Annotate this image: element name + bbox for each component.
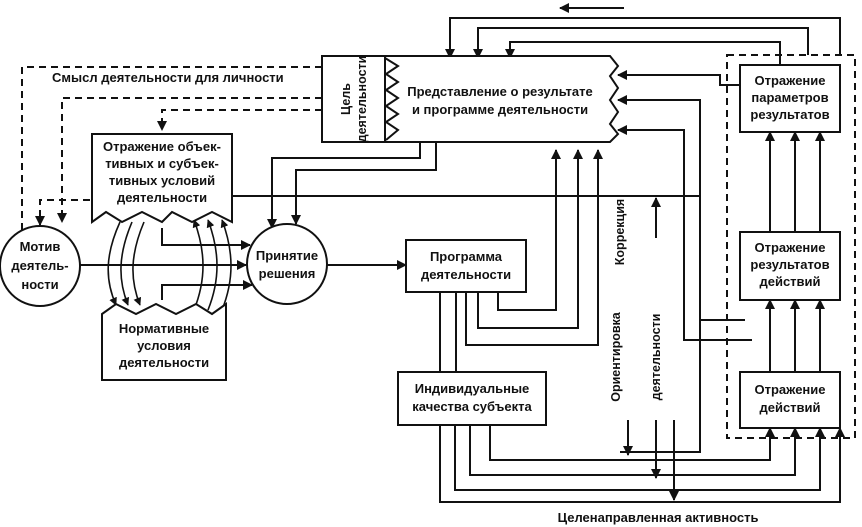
results-label-1: Отражение bbox=[755, 240, 826, 255]
meaning-label: Смысл деятельности для личности bbox=[52, 70, 284, 85]
conditions-label-4: деятельности bbox=[117, 190, 207, 205]
params-label-2: параметров bbox=[751, 90, 828, 105]
motive-label-2: деятель- bbox=[11, 258, 68, 273]
normative-label-3: деятельности bbox=[119, 355, 209, 370]
program-label-1: Программа bbox=[430, 249, 503, 264]
params-label-3: результатов bbox=[750, 107, 829, 122]
representation-label-2: и программе деятельности bbox=[412, 102, 588, 117]
actions-reflection-node: Отражение действий bbox=[739, 371, 841, 429]
normative-label-1: Нормативные bbox=[119, 321, 209, 336]
goal-label-1: Цель bbox=[339, 83, 353, 115]
results-reflection-node: Отражение результатов действий bbox=[739, 231, 841, 301]
orientation-label-1: Ориентировка bbox=[609, 311, 623, 402]
conditions-label-1: Отражение объек- bbox=[103, 139, 221, 154]
actions-label-2: действий bbox=[759, 400, 820, 415]
conditions-label-2: тивных и субъек- bbox=[105, 156, 219, 171]
orientation-label-2: деятельности bbox=[649, 314, 663, 401]
motive-node: Мотив деятель- ности bbox=[0, 225, 81, 307]
goal-label-2: деятельности bbox=[355, 56, 369, 143]
decision-node: Принятие решения bbox=[246, 223, 328, 305]
activity-label: Целенаправленная активность bbox=[558, 510, 759, 525]
normative-label-2: условия bbox=[137, 338, 191, 353]
results-label-3: действий bbox=[759, 274, 820, 289]
normative-conditions-node: Нормативные условия деятельности bbox=[101, 302, 227, 381]
qualities-label-1: Индивидуальные bbox=[415, 381, 530, 396]
correction-label: Коррекция bbox=[613, 199, 627, 265]
decision-label-2: решения bbox=[259, 266, 316, 281]
results-label-2: результатов bbox=[750, 257, 829, 272]
qualities-label-2: качества субъекта bbox=[412, 399, 532, 414]
params-reflection-node: Отражение параметров результатов bbox=[739, 64, 841, 133]
actions-label-1: Отражение bbox=[755, 382, 826, 397]
decision-label-1: Принятие bbox=[256, 248, 318, 263]
params-label-1: Отражение bbox=[755, 73, 826, 88]
program-node: Программа деятельности bbox=[405, 239, 527, 293]
qualities-node: Индивидуальные качества субъекта bbox=[397, 371, 547, 426]
motive-label-1: Мотив bbox=[20, 239, 61, 254]
connector-lines bbox=[21, 3, 845, 503]
motive-label-3: ности bbox=[21, 277, 58, 292]
representation-node: Цель деятельности Представление о резуль… bbox=[321, 55, 620, 143]
program-label-2: деятельности bbox=[421, 267, 511, 282]
conditions-reflection-node: Отражение объек- тивных и субъек- тивных… bbox=[91, 133, 233, 224]
reflection-dashed-frame bbox=[726, 54, 856, 439]
conditions-label-3: тивных условий bbox=[109, 173, 215, 188]
representation-label-1: Представление о результате bbox=[407, 84, 592, 99]
